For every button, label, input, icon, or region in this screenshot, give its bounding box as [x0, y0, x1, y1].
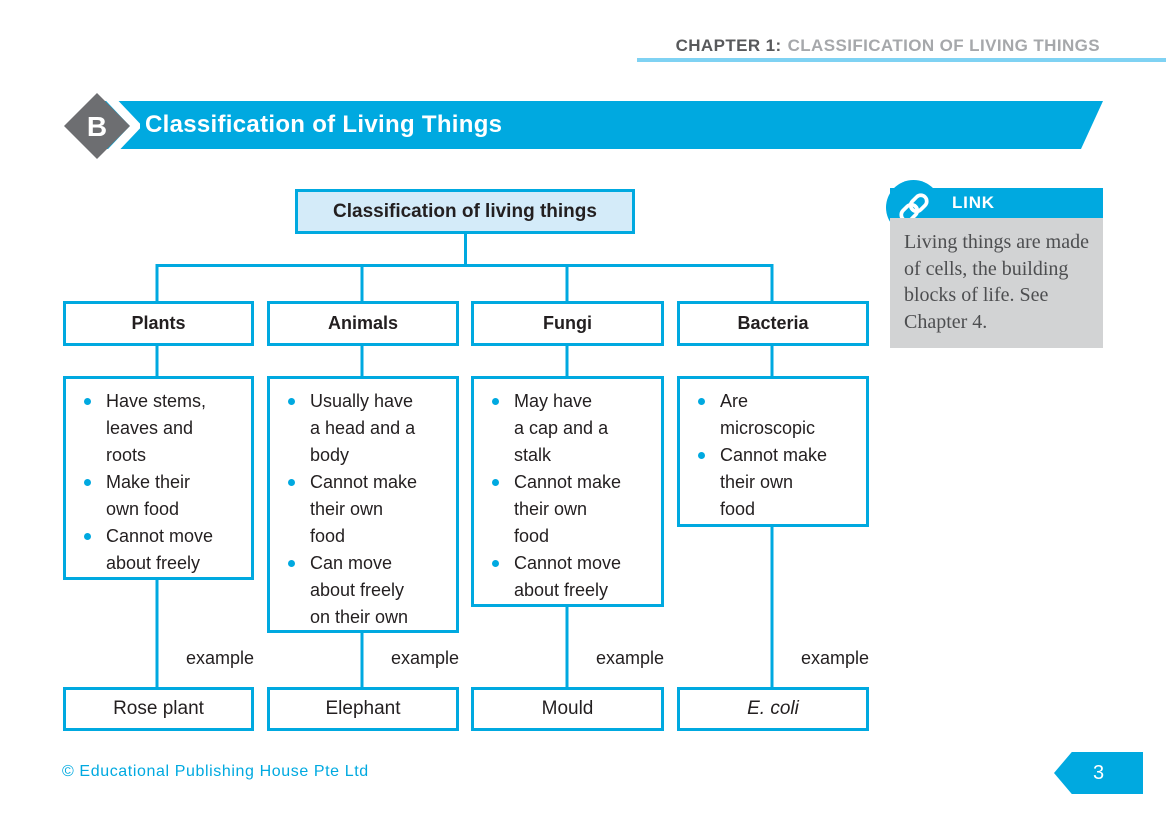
- bullet-item: Usually have a head and a body: [288, 388, 452, 469]
- diamond-icon: [64, 93, 130, 159]
- category-box-plants: Plants: [63, 301, 254, 346]
- bullet-item: Cannot make their own food: [492, 469, 657, 550]
- section-badge: B: [64, 86, 140, 166]
- description-box-fungi: May have a cap and a stalk Cannot make t…: [471, 376, 664, 607]
- description-box-animals: Usually have a head and a body Cannot ma…: [267, 376, 459, 633]
- chapter-header: CHAPTER 1: CLASSIFICATION OF LIVING THING…: [676, 36, 1100, 56]
- section-banner: [90, 101, 1103, 149]
- example-label-fungi: example: [595, 648, 664, 668]
- link-callout-body: Living things are made of cells, the bui…: [890, 218, 1103, 348]
- chapter-label: CHAPTER 1:: [675, 36, 782, 55]
- example-label-bacteria: example: [800, 648, 869, 668]
- bullet-item: Cannot make their own food: [288, 469, 452, 550]
- section-title: Classification of Living Things: [145, 111, 503, 138]
- page-number-tag: 3: [1054, 752, 1143, 794]
- chapter-title: CLASSIFICATION OF LIVING THINGS: [787, 36, 1100, 55]
- page-number: 3: [1092, 761, 1105, 784]
- bullet-list: Usually have a head and a body Cannot ma…: [270, 379, 456, 631]
- example-label-animals: example: [390, 648, 459, 668]
- bullet-item: May have a cap and a stalk: [492, 388, 657, 469]
- bullet-list: Are microscopic Cannot make their own fo…: [680, 379, 866, 523]
- chapter-underline: [637, 58, 1166, 62]
- description-box-plants: Have stems, leaves and roots Make their …: [63, 376, 254, 580]
- bullet-list: May have a cap and a stalk Cannot make t…: [474, 379, 661, 604]
- category-box-bacteria: Bacteria: [677, 301, 869, 346]
- bullet-item: Cannot make their own food: [698, 442, 862, 523]
- chevron-right-icon: [98, 86, 140, 166]
- example-label-plants: example: [185, 648, 254, 668]
- copyright-notice: © Educational Publishing House Pte Ltd: [62, 763, 369, 780]
- bullet-item: Make their own food: [84, 469, 247, 523]
- description-box-bacteria: Are microscopic Cannot make their own fo…: [677, 376, 869, 527]
- category-box-fungi: Fungi: [471, 301, 664, 346]
- example-box-elephant: Elephant: [267, 687, 459, 731]
- example-box-e-coli: E. coli: [677, 687, 869, 731]
- link-callout-title: LINK: [952, 193, 995, 212]
- category-box-animals: Animals: [267, 301, 459, 346]
- example-box-mould: Mould: [471, 687, 664, 731]
- bullet-item: Cannot move about freely: [84, 523, 247, 577]
- example-box-rose-plant: Rose plant: [63, 687, 254, 731]
- bullet-item: Can move about freely on their own: [288, 550, 452, 631]
- badge-letter: B: [87, 111, 107, 142]
- bullet-item: Cannot move about freely: [492, 550, 657, 604]
- bullet-list: Have stems, leaves and roots Make their …: [66, 379, 251, 577]
- root-node: Classification of living things: [295, 189, 635, 234]
- bullet-item: Have stems, leaves and roots: [84, 388, 247, 469]
- bullet-item: Are microscopic: [698, 388, 862, 442]
